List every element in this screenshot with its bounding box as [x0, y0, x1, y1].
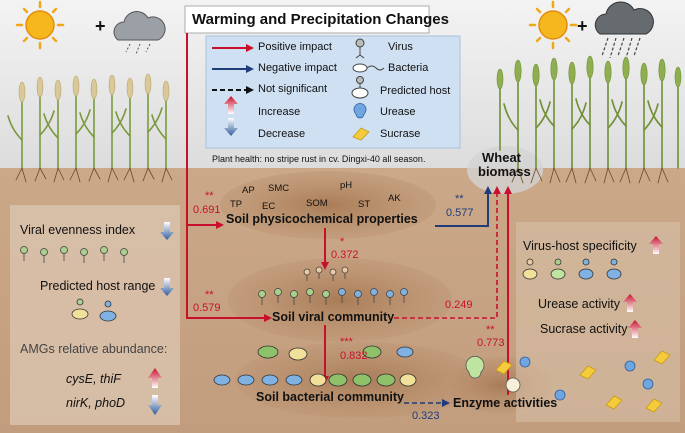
path-enzyme-biomass-stars: **: [486, 324, 495, 336]
wheat-plants-right: [496, 55, 682, 184]
right-panel-enzyme-icons: [554, 350, 671, 413]
legend-predicted-host-label: Predicted host: [380, 85, 451, 97]
path-viral-bacterial-stars: ***: [340, 336, 353, 348]
plant-health-note: Plant health: no stripe rust in cv. Ding…: [212, 154, 426, 164]
soil-property-som: SOM: [306, 198, 328, 209]
legend-virus-label: Virus: [388, 41, 413, 53]
viral-evenness-down-arrow: [160, 222, 174, 240]
path-warm-viral-stars: **: [205, 289, 214, 301]
legend-bacteria-icon: [352, 63, 385, 73]
edge-warming-to-viral: [186, 33, 272, 322]
sucrase-activity-up-arrow: [628, 320, 642, 338]
path-viral-biomass-value: 0.249: [445, 299, 473, 311]
right-panel: [516, 222, 680, 422]
path-enzyme-biomass-value: 0.773: [477, 337, 505, 349]
urease-activity-label: Urease activity: [538, 297, 620, 311]
legend-negative-label: Negative impact: [258, 62, 337, 74]
edge-viral-to-biomass: [394, 186, 501, 319]
virus-host-specificity-label: Virus-host specificity: [523, 239, 637, 253]
sun-icon-right: [528, 0, 578, 50]
legend-predicted-host-icon: [351, 76, 369, 99]
plus-sign-left: +: [95, 16, 106, 36]
enzyme-icons: [465, 355, 531, 393]
path-viral-bacterial-value: 0.832: [340, 350, 368, 362]
wheat-plants-left: [7, 73, 173, 183]
soil-property-tp: TP: [230, 199, 243, 210]
sun-icon-left: [15, 0, 65, 50]
wheat-biomass-cloud: [467, 146, 543, 194]
cloud-icon-left: [113, 11, 166, 55]
sucrase-activity-label: Sucrase activity: [540, 322, 628, 336]
node-soil-viral: Soil viral community: [272, 310, 395, 324]
legend-sucrase-icon: [352, 127, 370, 141]
legend-increase-arrow: [224, 96, 238, 114]
legend-urease-label: Urease: [380, 106, 416, 118]
diagram-title: Warming and Precipitation Changes: [192, 11, 449, 28]
legend-bacteria-label: Bacteria: [388, 62, 429, 74]
legend-positive-label: Positive impact: [258, 41, 332, 53]
legend-increase-label: Increase: [258, 106, 301, 118]
title-box: [184, 5, 430, 34]
legend-decrease-arrow: [224, 118, 238, 136]
edge-soil-to-biomass: [435, 186, 492, 227]
soil-property-st: ST: [358, 199, 371, 210]
node-enzyme-activities: Enzyme activities: [453, 396, 558, 410]
urease-activity-up-arrow: [623, 294, 637, 312]
path-soil-viral-value: 0.372: [331, 249, 359, 261]
legend-not-significant-label: Not significant: [258, 83, 328, 95]
virus-host-specificity-up-arrow: [649, 236, 663, 254]
path-warm-soil-value: 0.691: [193, 204, 221, 216]
legend-urease-icon: [353, 103, 367, 119]
path-soil-biomass-stars: **: [455, 193, 464, 205]
viral-evenness-label: Viral evenness index: [20, 223, 136, 237]
amgs-label: AMGs relative abundance:: [20, 342, 168, 356]
path-soil-biomass-value: 0.577: [446, 207, 474, 219]
path-soil-viral-stars: *: [340, 236, 345, 248]
path-warm-soil-stars: **: [205, 190, 214, 202]
soil-phys-blob: [220, 171, 436, 239]
predicted-host-range-down-arrow: [160, 278, 174, 296]
viral-community-viruses: [258, 266, 408, 305]
soil-viral-blob: [228, 258, 452, 342]
plus-sign-right: +: [577, 16, 588, 36]
left-panel-host-icons: [71, 298, 117, 322]
genes-down-label: nirK, phoD: [66, 396, 126, 410]
soil-property-ak: AK: [388, 193, 401, 204]
genes-down-arrow: [148, 395, 162, 415]
legend-sucrase-label: Sucrase: [380, 128, 421, 140]
predicted-host-range-label: Predicted host range: [40, 279, 156, 293]
path-warm-viral-value: 0.579: [193, 302, 221, 314]
legend-virus-icon: [355, 38, 365, 59]
left-panel-virus-icons: [20, 246, 128, 263]
soil-property-ap: AP: [242, 185, 255, 196]
right-panel-host-icons: [522, 258, 622, 280]
rain-cloud-icon-right: [594, 1, 654, 59]
wheat-biomass-label-line1: Wheat: [482, 150, 521, 165]
node-soil-physicochemical: Soil physicochemical properties: [226, 212, 418, 226]
genes-up-arrow: [148, 368, 162, 388]
left-panel: [10, 205, 180, 425]
genes-up-label: cysE, thiF: [66, 372, 121, 386]
path-bacterial-enzyme-value: 0.323: [412, 410, 440, 422]
node-soil-bacterial: Soil bacterial community: [256, 390, 404, 404]
wheat-biomass-label-line2: biomass: [478, 164, 531, 179]
soil-property-ec: EC: [262, 201, 276, 212]
soil-property-smc: SMC: [268, 183, 290, 194]
bacterial-community-bacteria: [213, 345, 417, 387]
soil-property-ph: pH: [340, 180, 353, 191]
legend-decrease-label: Decrease: [258, 128, 306, 140]
